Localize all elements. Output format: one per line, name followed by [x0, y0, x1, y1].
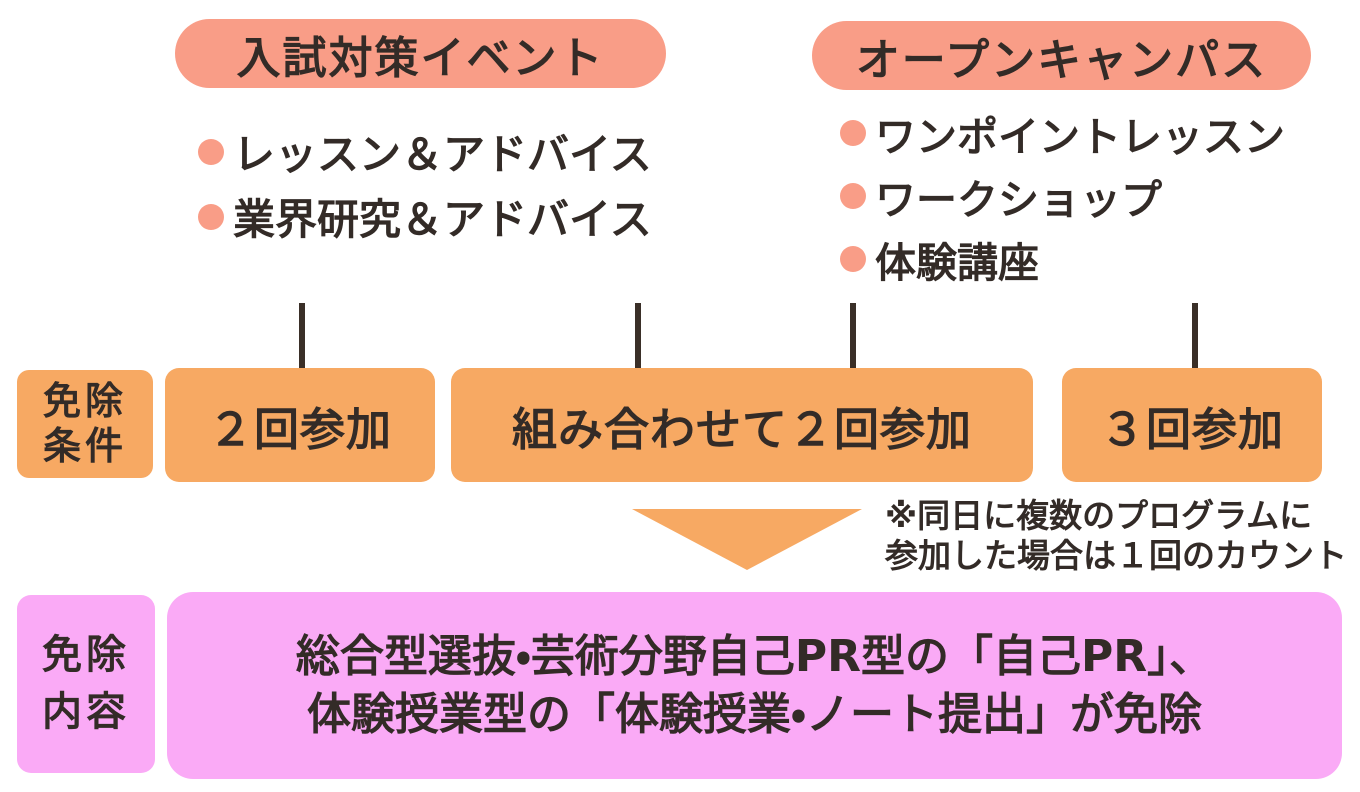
entrance-exam-event-items: レッスン＆アドバイス 業界研究＆アドバイス [198, 119, 652, 249]
exemption-condition-label-line: 条件 [42, 424, 127, 468]
list-item-label: 体験講座 [875, 238, 1039, 287]
list-item: ワンポイントレッスン [840, 101, 1285, 164]
open-campus-title-pill: オープンキャンパス [812, 21, 1311, 90]
note-line: 参加した場合は１回のカウント [885, 536, 1347, 575]
bullet-dot-icon [198, 203, 224, 230]
condition-box-three-times: ３回参加 [1062, 368, 1322, 482]
exemption-content-label-line: 免除 [42, 632, 130, 678]
connector-line [299, 303, 305, 370]
connector-line [635, 303, 641, 370]
list-item: 業界研究＆アドバイス [198, 184, 652, 249]
exemption-condition-label: 免除 条件 [17, 370, 153, 478]
same-day-count-note: ※同日に複数のプログラムに 参加した場合は１回のカウント [885, 496, 1347, 576]
entrance-exam-event-title: 入試対策イベント [236, 32, 605, 84]
list-item-label: ワークショップ [875, 175, 1162, 224]
list-item: ワークショップ [840, 164, 1285, 227]
entrance-exam-event-card: 入試対策イベント レッスン＆アドバイス 業界研究＆アドバイス [165, 12, 690, 305]
connector-line [850, 303, 856, 370]
open-campus-title: オープンキャンパス [855, 34, 1268, 86]
bullet-dot-icon [198, 138, 224, 165]
bullet-dot-icon [840, 182, 866, 209]
bullet-dot-icon [840, 245, 866, 272]
down-arrow-icon [632, 509, 862, 570]
entrance-exam-event-title-pill: 入試対策イベント [175, 19, 666, 88]
open-campus-items: ワンポイントレッスン ワークショップ 体験講座 [840, 101, 1285, 290]
exemption-content-box: 総合型選抜・芸術分野自己PR型の「自己PR」、 体験授業型の「体験授業・ノート提… [167, 592, 1342, 779]
condition-box-two-times: ２回参加 [165, 368, 435, 482]
open-campus-card: オープンキャンパス ワンポイントレッスン ワークショップ 体験講座 [804, 12, 1319, 305]
list-item: 体験講座 [840, 227, 1285, 290]
exemption-content-label-line: 内容 [42, 689, 130, 735]
exemption-content-label: 免除 内容 [17, 595, 155, 773]
condition-box-label: ２回参加 [207, 402, 392, 456]
connector-line [1192, 303, 1198, 370]
list-item-label: レッスン＆アドバイス [233, 130, 652, 179]
list-item-label: 業界研究＆アドバイス [233, 195, 652, 244]
exemption-content-line: 体験授業型の「体験授業・ノート提出」が免除 [307, 688, 1202, 740]
condition-box-label: ３回参加 [1099, 402, 1284, 456]
list-item-label: ワンポイントレッスン [875, 112, 1285, 161]
note-line: ※同日に複数のプログラムに [885, 496, 1313, 535]
exemption-content-line: 総合型選抜・芸術分野自己PR型の「自己PR」、 [295, 630, 1214, 682]
condition-box-combined-two-times: 組み合わせて２回参加 [451, 368, 1033, 482]
list-item: レッスン＆アドバイス [198, 119, 652, 184]
exemption-condition-label-line: 免除 [42, 379, 127, 423]
bullet-dot-icon [840, 119, 866, 146]
condition-box-label: 組み合わせて２回参加 [511, 402, 972, 456]
